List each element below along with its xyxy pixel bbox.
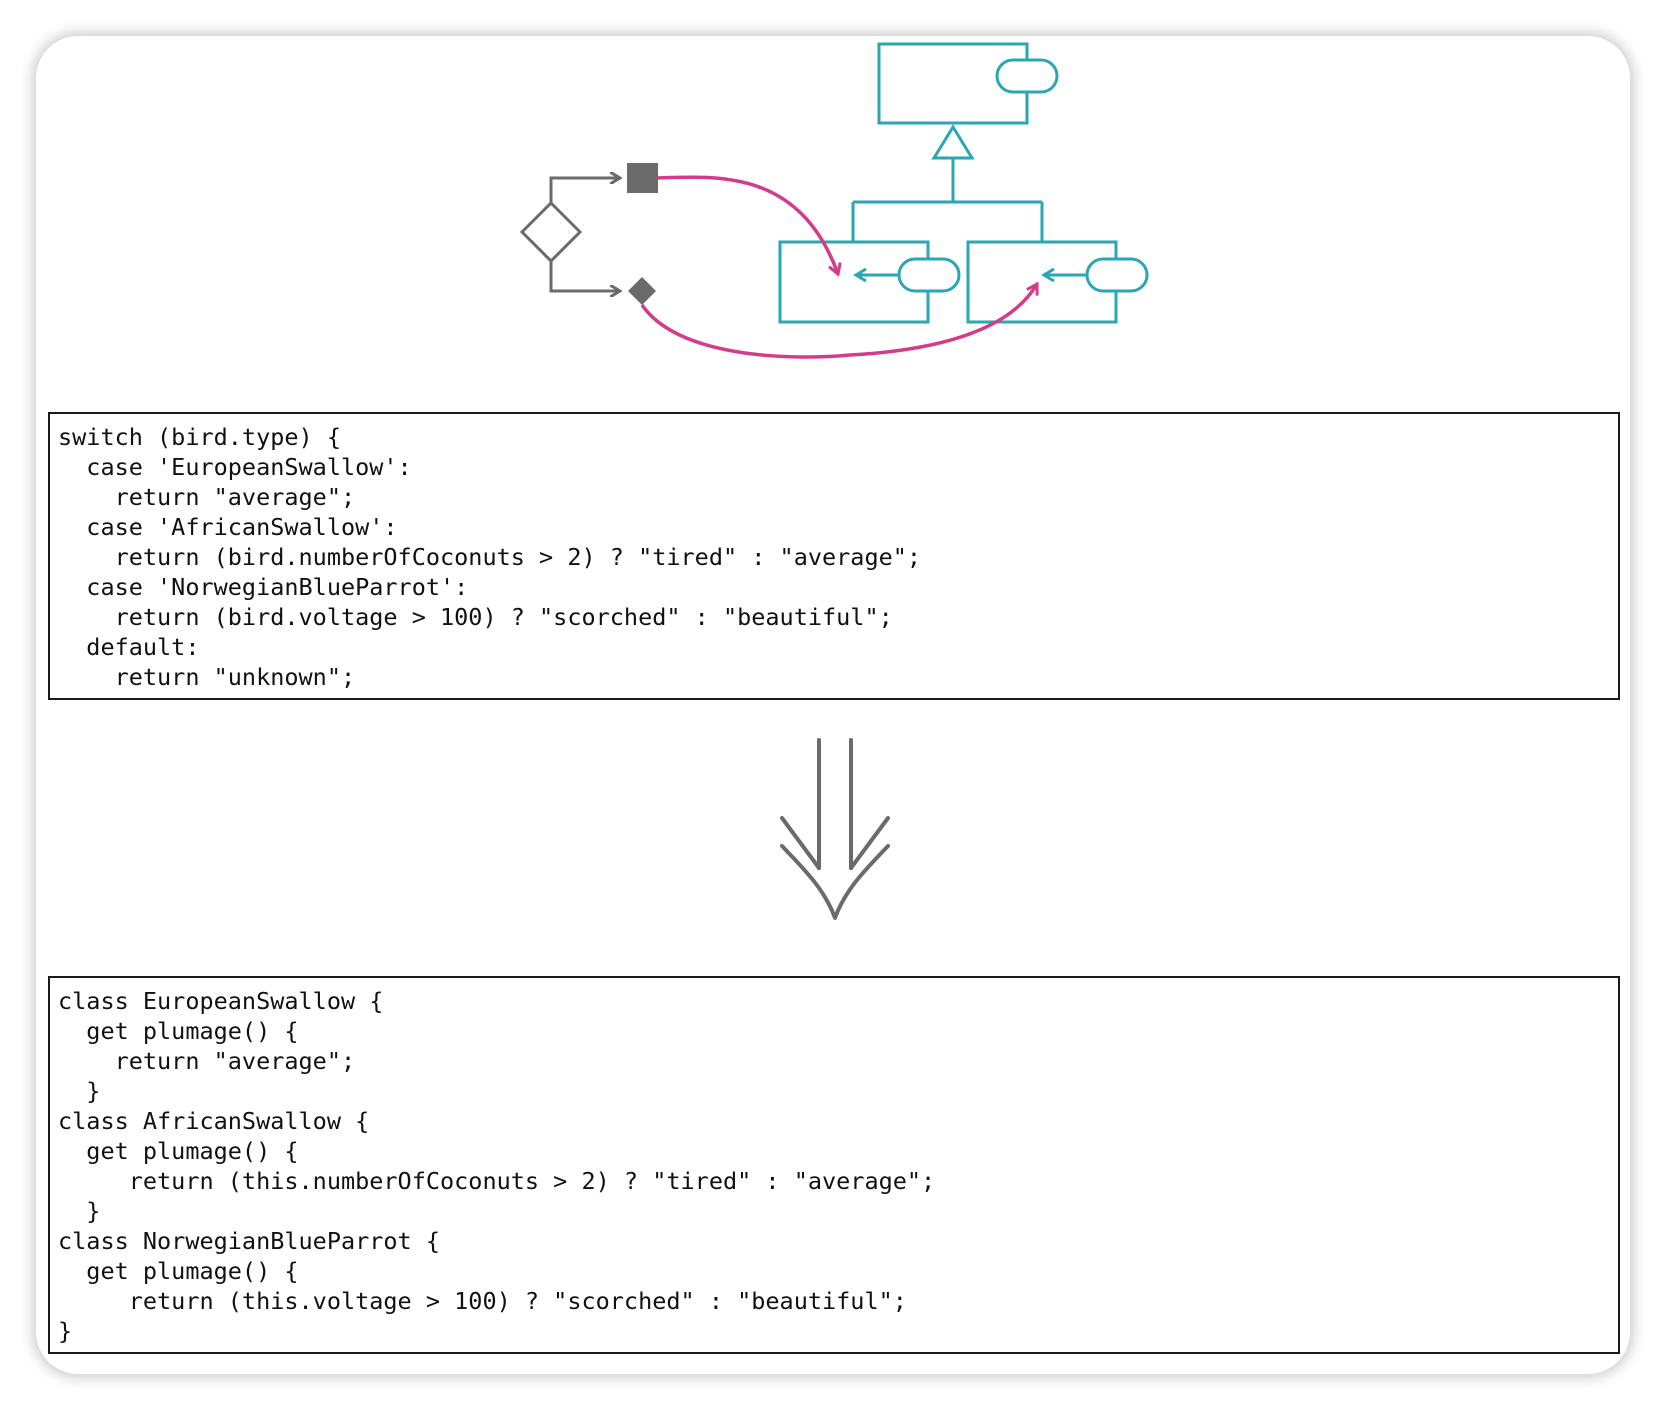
mapping-arrows <box>640 175 1037 359</box>
square-to-left-subclass-arrow <box>657 175 838 274</box>
conditional-flow <box>519 163 658 305</box>
class-code-line: return (this.voltage > 100) ? "scorched"… <box>58 1287 907 1315</box>
right-method-capsule-icon <box>1085 257 1149 293</box>
switch-code-line: default: <box>58 633 200 661</box>
filled-square-icon <box>627 163 658 193</box>
switch-code-line: case 'AfricanSwallow': <box>58 513 398 541</box>
switch-code-line: return "unknown"; <box>58 663 356 691</box>
class-code-line: } <box>58 1317 73 1345</box>
lower-branch-connector <box>549 261 620 291</box>
diamond-to-right-subclass-arrow <box>640 284 1037 359</box>
class-hierarchy <box>778 42 1149 324</box>
class-code-line: return "average"; <box>58 1047 356 1075</box>
class-code-line: } <box>58 1197 101 1225</box>
filled-diamond-icon <box>628 277 656 305</box>
switch-code-line: switch (bird.type) { <box>58 423 341 451</box>
class-code-line: } <box>58 1077 101 1105</box>
class-code-line: return (this.numberOfCoconuts > 2) ? "ti… <box>58 1167 936 1195</box>
refactor-double-arrow-icon <box>780 738 890 920</box>
switch-code-line: case 'NorwegianBlueParrot': <box>58 573 469 601</box>
switch-code-line: return "average"; <box>58 483 356 511</box>
switch-code-line: case 'EuropeanSwallow': <box>58 453 412 481</box>
class-code-line: get plumage() { <box>58 1017 299 1045</box>
superclass-method-capsule-icon <box>995 58 1059 94</box>
decision-diamond-icon <box>519 200 583 264</box>
inheritance-triangle-icon <box>931 124 975 160</box>
class-code-line: class EuropeanSwallow { <box>58 987 384 1015</box>
polymorphic-classes-code-block: class EuropeanSwallow { get plumage() { … <box>48 976 1620 1354</box>
switch-code-block: switch (bird.type) { case 'EuropeanSwall… <box>48 412 1620 700</box>
switch-code-line: return (bird.voltage > 100) ? "scorched"… <box>58 603 893 631</box>
upper-branch-connector <box>549 178 620 203</box>
left-method-capsule-icon <box>897 257 961 293</box>
class-code-line: get plumage() { <box>58 1137 299 1165</box>
switch-code-line: return (bird.numberOfCoconuts > 2) ? "ti… <box>58 543 922 571</box>
refactoring-diagram <box>519 42 1149 359</box>
class-code-line: class NorwegianBlueParrot { <box>58 1227 441 1255</box>
class-code-line: get plumage() { <box>58 1257 299 1285</box>
class-code-line: class AfricanSwallow { <box>58 1107 370 1135</box>
